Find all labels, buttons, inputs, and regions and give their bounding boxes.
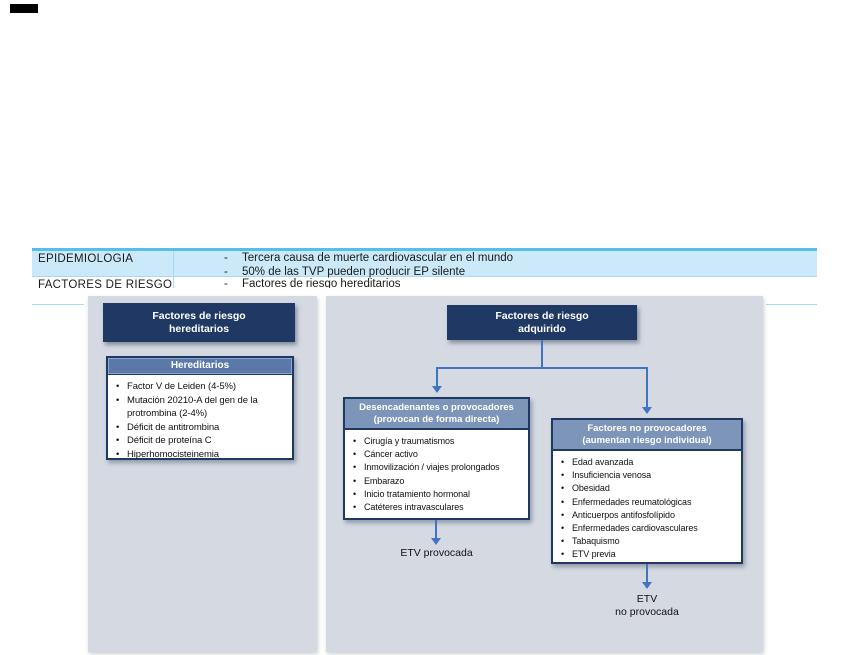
non-provoked-arrow-line — [646, 564, 648, 582]
list-item: Embarazo — [351, 475, 524, 488]
arrow-down-icon — [432, 386, 442, 393]
list-item: Catéteres intravasculares — [351, 501, 524, 514]
list-item: Obesidad — [559, 482, 737, 495]
row-items: Tercera causa de muerte cardiovascular e… — [224, 252, 513, 279]
table-row-epidemiologia: EPIDEMIOLOGIA Tercera causa de muerte ca… — [32, 251, 817, 279]
connector-left-drop-line — [436, 367, 438, 386]
provoked-arrow-line — [435, 520, 437, 538]
connector-horizontal-line — [436, 367, 648, 369]
provokers-box: Desencadenantes o provocadores (provocan… — [343, 397, 530, 520]
non-provoked-outcome-label: ETV no provocada — [551, 593, 743, 619]
list-item: Hiperhomocisteinemia — [114, 448, 288, 462]
non-provoked-outcome-line1: ETV — [636, 593, 658, 605]
list-item: Insuficiencia venosa — [559, 469, 737, 482]
provokers-header-line2: (provocan de forma directa) — [373, 414, 500, 425]
provokers-header: Desencadenantes o provocadores (provocan… — [345, 399, 528, 430]
column-divider — [173, 251, 174, 276]
list-item: Enfermedades cardiovasculares — [559, 522, 737, 535]
list-item: Mutación 20210-A del gen de la protrombi… — [114, 394, 288, 421]
connector-right-drop-line — [646, 367, 648, 407]
list-item: Cáncer activo — [351, 448, 524, 461]
summary-table: EPIDEMIOLOGIA Tercera causa de muerte ca… — [32, 248, 817, 305]
non-provokers-box: Factores no provocadores (aumentan riesg… — [551, 418, 743, 564]
list-item: Inmovilización / viajes prolongados — [351, 461, 524, 474]
list-item: Factor V de Leiden (4-5%) — [114, 380, 288, 394]
list-item: Factores de riesgo hereditarios — [224, 278, 401, 292]
list-item: Tercera causa de muerte cardiovascular e… — [224, 252, 513, 266]
acquired-title-box: Factores de riesgo adquirido — [447, 305, 637, 340]
hereditary-title-box: Factores de riesgo hereditarios — [103, 303, 295, 342]
non-provoked-outcome-line2: no provocada — [615, 606, 679, 618]
list-item: Déficit de antitrombina — [114, 421, 288, 435]
list-item: Cirugía y traumatismos — [351, 435, 524, 448]
hereditary-panel — [88, 296, 317, 652]
row-items: Factores de riesgo hereditarios — [224, 278, 401, 292]
non-provokers-header-line2: (aumentan riesgo individual) — [582, 435, 712, 446]
hereditary-list-box: Hereditarios Factor V de Leiden (4-5%)Mu… — [106, 356, 294, 461]
top-left-mark — [10, 4, 38, 13]
connector-stem-line — [541, 340, 543, 368]
hereditary-title-line2: hereditarios — [168, 322, 230, 335]
non-provokers-header: Factores no provocadores (aumentan riesg… — [553, 420, 741, 451]
non-provokers-list: Edad avanzadaInsuficiencia venosaObesida… — [559, 456, 737, 562]
arrow-down-icon — [431, 538, 441, 545]
acquired-title-line1: Factores de riesgo — [495, 309, 589, 322]
hereditary-title-line1: Factores de riesgo — [152, 309, 246, 322]
provokers-list: Cirugía y traumatismosCáncer activoInmov… — [351, 435, 524, 514]
hereditary-list-header: Hereditarios — [108, 358, 292, 375]
list-item: Enfermedades reumatológicas — [559, 496, 737, 509]
acquired-title-line2: adquirido — [518, 322, 566, 335]
list-item: Edad avanzada — [559, 456, 737, 469]
provokers-header-line1: Desencadenantes o provocadores — [359, 402, 514, 413]
list-item: Anticuerpos antifosfolípido — [559, 509, 737, 522]
list-item: Tabaquismo — [559, 535, 737, 548]
non-provokers-header-line1: Factores no provocadores — [587, 423, 707, 434]
arrow-down-icon — [642, 407, 652, 414]
provoked-outcome-label: ETV provocada — [400, 547, 473, 559]
list-item: Inicio tratamiento hormonal — [351, 488, 524, 501]
list-item: ETV previa — [559, 548, 737, 561]
list-item: 50% de las TVP pueden producir EP silent… — [224, 266, 513, 280]
arrow-down-icon — [642, 582, 652, 589]
hereditary-list: Factor V de Leiden (4-5%)Mutación 20210-… — [114, 380, 288, 461]
row-label: EPIDEMIOLOGIA — [38, 253, 134, 265]
risk-factors-figure: Factores de riesgo hereditarios Heredita… — [84, 288, 766, 655]
list-item: Déficit de proteína C — [114, 434, 288, 448]
